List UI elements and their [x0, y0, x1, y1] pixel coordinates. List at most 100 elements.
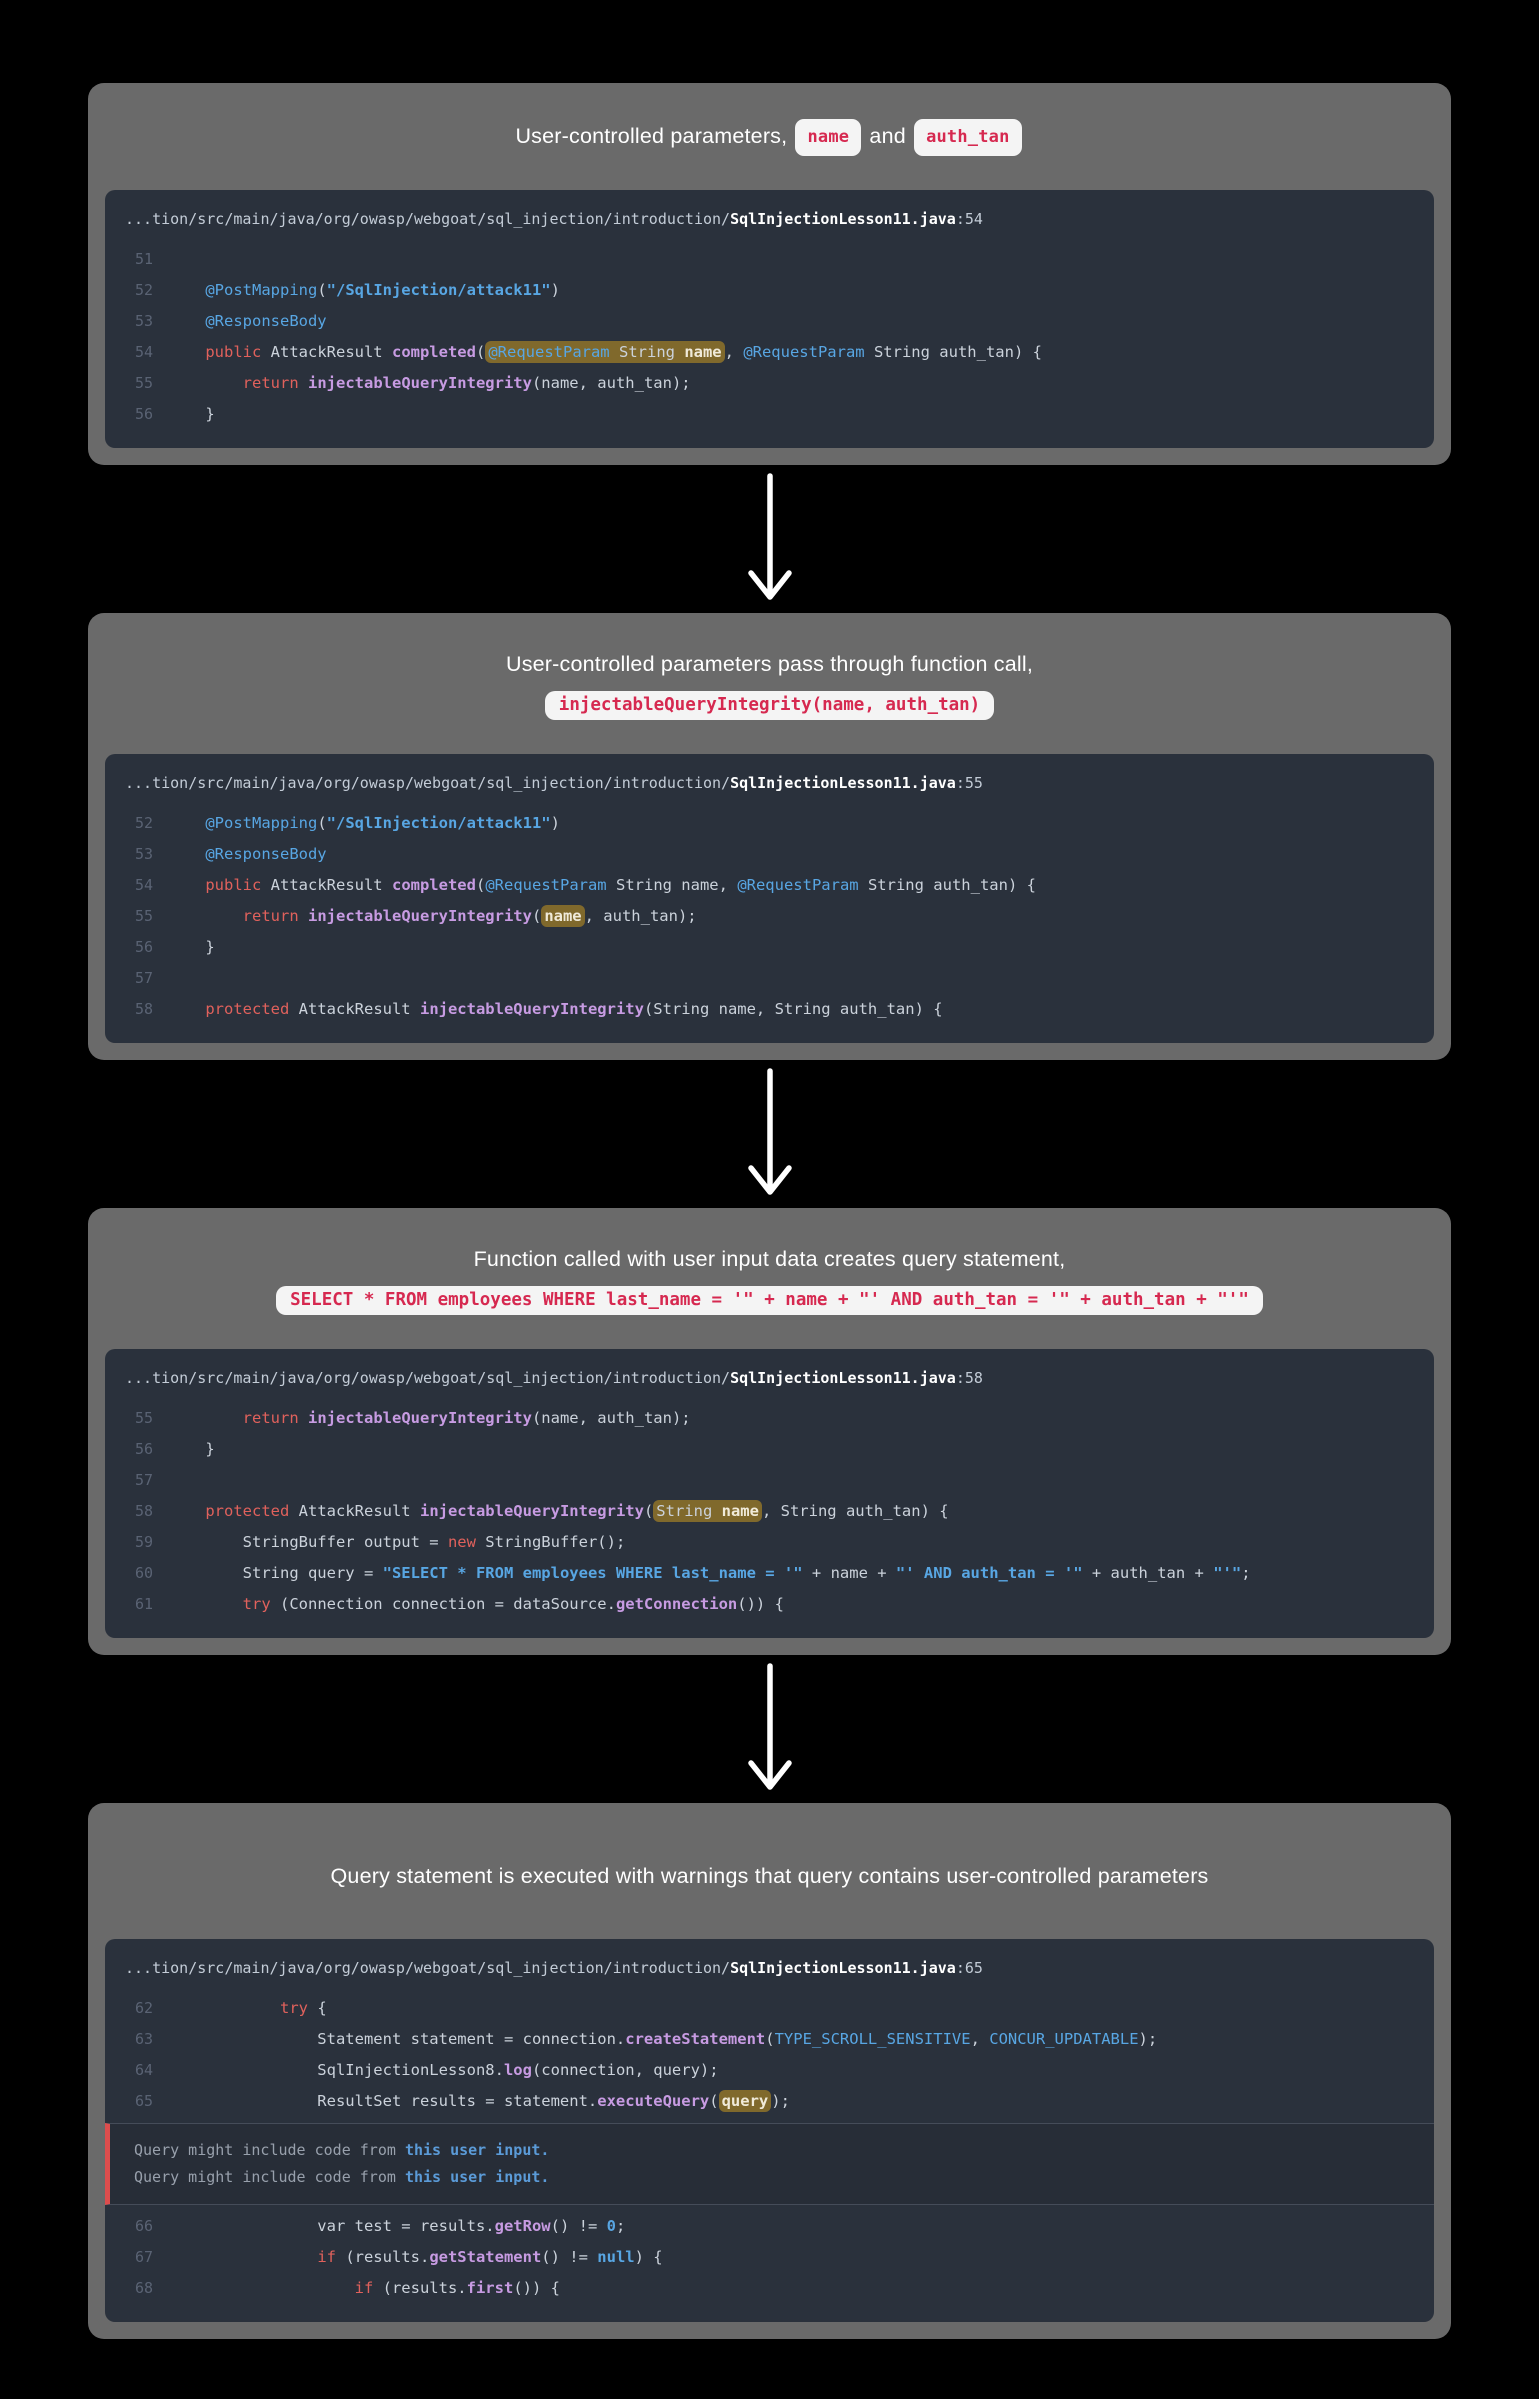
panel-header: Query statement is executed with warning… [105, 1861, 1434, 1891]
line-number: 56 [134, 405, 153, 423]
panel-title: Function called with user input data cre… [105, 1244, 1434, 1274]
code-text: @ResponseBody [205, 312, 327, 330]
code-line: 52 @PostMapping("/SqlInjection/attack11"… [105, 808, 1434, 839]
code-line: 55 return injectableQueryIntegrity(name,… [105, 901, 1434, 932]
line-number: 63 [134, 2030, 153, 2048]
panel-subtitle: SELECT * FROM employees WHERE last_name … [105, 1286, 1434, 1315]
parameter-badge: name [795, 119, 862, 156]
code-lines: 55 return injectableQueryIntegrity(name,… [105, 1403, 1434, 1620]
flow-panel: Function called with user input data cre… [88, 1208, 1451, 1655]
file-path: ...tion/src/main/java/org/owasp/webgoat/… [125, 1959, 983, 1977]
code-lines: 52 @PostMapping("/SqlInjection/attack11"… [105, 808, 1434, 1025]
line-number: 59 [134, 1533, 153, 1551]
panel-title-text: User-controlled parameters pass through … [505, 652, 1034, 676]
line-number: 62 [134, 1999, 153, 2017]
file-path: ...tion/src/main/java/org/owasp/webgoat/… [125, 210, 983, 228]
code-line: 60 String query = "SELECT * FROM employe… [105, 1558, 1434, 1589]
line-number: 55 [134, 374, 153, 392]
line-number: 54 [134, 876, 153, 894]
code-text: public AttackResult completed(@RequestPa… [205, 341, 1042, 363]
code-text: SqlInjectionLesson8.log(connection, quer… [168, 2061, 719, 2079]
panel-title-text: User-controlled parameters, [515, 124, 794, 149]
code-term-badge: injectableQueryIntegrity(name, auth_tan) [544, 691, 995, 720]
code-text: String query = "SELECT * FROM employees … [168, 1564, 1251, 1582]
panel-header: User-controlled parameters pass through … [105, 649, 1434, 720]
line-number: 67 [134, 2248, 153, 2266]
code-text: try (Connection connection = dataSource.… [242, 1595, 784, 1613]
code-text: protected AttackResult injectableQueryIn… [205, 1500, 949, 1522]
parameter-badge: auth_tan [914, 119, 1022, 156]
code-snippet-card: ...tion/src/main/java/org/owasp/webgoat/… [105, 1939, 1434, 2322]
code-line: 57 [105, 1465, 1434, 1496]
code-snippet-card: ...tion/src/main/java/org/owasp/webgoat/… [105, 754, 1434, 1043]
code-text: } [168, 1440, 215, 1458]
code-line: 51 [105, 244, 1434, 275]
file-path: ...tion/src/main/java/org/owasp/webgoat/… [125, 774, 983, 792]
code-line: 62 try { [105, 1993, 1434, 2024]
code-term-badge: SELECT * FROM employees WHERE last_name … [276, 1286, 1263, 1315]
line-number: 54 [134, 343, 153, 361]
panel-title: Query statement is executed with warning… [105, 1861, 1434, 1891]
code-line: 57 [105, 963, 1434, 994]
line-number: 57 [134, 1471, 153, 1489]
panel-subtitle: injectableQueryIntegrity(name, auth_tan) [105, 691, 1434, 720]
code-text: try { [279, 1999, 327, 2017]
code-line: 55 return injectableQueryIntegrity(name,… [105, 368, 1434, 399]
flow-step-connector [742, 1655, 798, 1803]
code-text: } [168, 938, 215, 956]
code-lines: 62 try {63 Statement statement = connect… [105, 1993, 1434, 2304]
file-path: ...tion/src/main/java/org/owasp/webgoat/… [125, 1369, 983, 1387]
code-text: public AttackResult completed(@RequestPa… [205, 876, 1036, 894]
file-name: SqlInjectionLesson11.java [730, 210, 956, 228]
code-line: 59 StringBuffer output = new StringBuffe… [105, 1527, 1434, 1558]
code-line: 55 return injectableQueryIntegrity(name,… [105, 1403, 1434, 1434]
line-number: 58 [134, 1000, 153, 1018]
code-line: 53 @ResponseBody [105, 839, 1434, 870]
down-arrow-icon [747, 1068, 792, 1195]
line-number: 57 [134, 969, 153, 987]
line-number: 68 [134, 2279, 153, 2297]
code-line: 65 ResultSet results = statement.execute… [105, 2086, 1434, 2117]
code-text: var test = results.getRow() != 0; [168, 2217, 626, 2235]
code-line: 58 protected AttackResult injectableQuer… [105, 994, 1434, 1025]
code-snippet-card: ...tion/src/main/java/org/owasp/webgoat/… [105, 190, 1434, 448]
line-number: 65 [134, 2092, 153, 2110]
line-number: 52 [134, 814, 153, 832]
code-text: StringBuffer output = new StringBuffer()… [168, 1533, 626, 1551]
code-text: @ResponseBody [205, 845, 327, 863]
line-number: 56 [134, 938, 153, 956]
tainted-data-highlight: String name [653, 1500, 762, 1522]
file-name: SqlInjectionLesson11.java [730, 774, 956, 792]
code-text: } [168, 405, 215, 423]
code-line: 66 var test = results.getRow() != 0; [105, 2211, 1434, 2242]
code-text: protected AttackResult injectableQueryIn… [205, 1000, 943, 1018]
flow-panel: Query statement is executed with warning… [88, 1803, 1451, 2339]
code-text: if (results.first()) { [354, 2279, 560, 2297]
flow-step-connector [742, 465, 798, 613]
code-line: 54 public AttackResult completed(@Reques… [105, 337, 1434, 368]
warning-message: Query might include code from this user … [134, 2168, 550, 2186]
code-text: @PostMapping("/SqlInjection/attack11") [205, 281, 560, 299]
line-number: 66 [134, 2217, 153, 2235]
code-line: 56 } [105, 932, 1434, 963]
line-number: 61 [134, 1595, 153, 1613]
line-number: 52 [134, 281, 153, 299]
line-number: 58 [134, 1502, 153, 1520]
panel-title: User-controlled parameters, name and aut… [105, 119, 1434, 156]
code-line: 63 Statement statement = connection.crea… [105, 2024, 1434, 2055]
tainted-data-highlight: @RequestParam String name [485, 341, 725, 363]
panel-header: User-controlled parameters, name and aut… [105, 119, 1434, 156]
code-line: 52 @PostMapping("/SqlInjection/attack11"… [105, 275, 1434, 306]
code-line: 58 protected AttackResult injectableQuer… [105, 1496, 1434, 1527]
flow-step-connector [742, 1060, 798, 1208]
tainted-data-highlight: name [541, 905, 585, 927]
line-number: 56 [134, 1440, 153, 1458]
query-warning-block: Query might include code from this user … [105, 2123, 1434, 2205]
code-line: 61 try (Connection connection = dataSour… [105, 1589, 1434, 1620]
tainted-data-highlight: query [718, 2090, 772, 2112]
code-text: Statement statement = connection.createS… [168, 2030, 1158, 2048]
panel-title-text: and [863, 124, 913, 149]
code-line: 53 @ResponseBody [105, 306, 1434, 337]
